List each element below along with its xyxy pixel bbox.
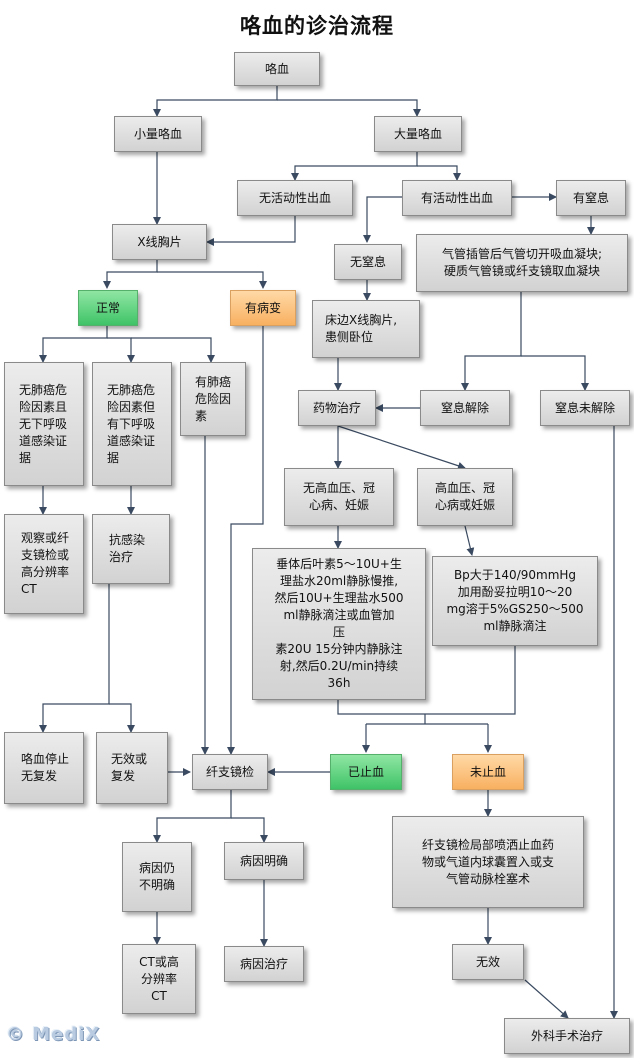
no-hypertension-node: 无高血压、冠 心病、妊娠 [284,468,394,526]
hemoptysis-node: 咯血 [234,52,320,86]
large-hemoptysis-node: 大量咯血 [374,116,462,152]
no-active-bleeding-node: 无活动性出血 [237,180,353,216]
no-risk-with-infection-node: 无肺癌危 险因素但 有下呼吸 道感染证 据 [92,362,172,486]
cause-unclear-node: 病因仍 不明确 [122,842,192,912]
hypertension-node: 高血压、冠 心病或妊娠 [417,468,513,526]
surgery-node: 外科手术治疗 [504,1018,630,1054]
bleeding-stopped-node: 已止血 [330,754,402,790]
ineffective-or-recur-node: 无效或 复发 [96,732,168,804]
lesion-node: 有病变 [230,290,296,326]
ct-hr-node: CT或高 分辨率 CT [122,944,196,1014]
hemoptysis-stopped-node: 咯血停止 无复发 [4,732,84,804]
small-hemoptysis-node: 小量咯血 [114,116,202,152]
no-asphyxia-node: 无窒息 [334,244,402,280]
cancer-risk-node: 有肺癌 危险因 素 [180,362,246,436]
active-bleeding-node: 有活动性出血 [402,180,512,216]
cause-clear-node: 病因明确 [224,842,304,880]
pituitrin-node: 垂体后叶素5～10U+生 理盐水20ml静脉慢推, 然后10U+生理盐水500 … [252,548,426,700]
intubation-node: 气管插管后气管切开吸血凝块; 硬质气管镜或纤支镜取血凝块 [416,234,628,292]
bronchoscopy-node: 纤支镜检 [192,754,268,790]
no-risk-no-infection-node: 无肺癌危 险因素且 无下呼吸 道感染证 据 [4,362,84,486]
bleeding-not-stopped-node: 未止血 [452,754,524,790]
page-title: 咯血的诊治流程 [240,14,394,38]
phentolamine-node: Bp大于140/90mmHg 加用酚妥拉明10～20 mg溶于5%GS250～5… [432,556,598,646]
bedside-xray-node: 床边X线胸片, 患侧卧位 [312,300,420,358]
asphyxia-relieved-node: 窒息解除 [420,390,510,426]
cause-treatment-node: 病因治疗 [224,946,304,982]
xray-node: X线胸片 [112,224,207,260]
drug-therapy-node: 药物治疗 [298,390,376,426]
local-treatment-node: 纤支镜检局部喷洒止血药 物或气道内球囊置入或支 气管动脉栓塞术 [392,816,584,908]
ineffective-node: 无效 [452,944,524,980]
asphyxia-not-relieved-node: 窒息未解除 [540,390,630,426]
asphyxia-node: 有窒息 [556,180,626,216]
antiinfection-node: 抗感染 治疗 [92,514,170,584]
observe-node: 观察或纤 支镜检或 高分辨率 CT [4,514,84,614]
normal-node: 正常 [78,290,138,326]
medix-logo: © MediX [6,1024,101,1045]
